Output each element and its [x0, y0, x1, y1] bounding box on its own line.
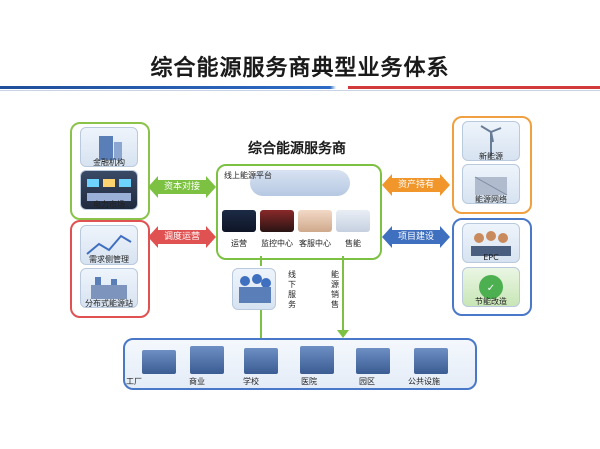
- right-bottom-label-2: 节能改造: [475, 297, 507, 306]
- offline-service-label: 线下服务: [288, 270, 296, 309]
- bank-building-icon: [80, 127, 138, 167]
- center-item-operations: 运营: [231, 239, 247, 248]
- energy-network-icon: [462, 164, 520, 204]
- bottom-label-commercial: 商业: [189, 377, 205, 386]
- title-underline: [0, 86, 600, 89]
- left-top-label-2: 电力市场: [93, 200, 125, 209]
- svg-text:✓: ✓: [487, 283, 495, 294]
- center-item-monitoring: 监控中心: [261, 239, 293, 248]
- capital-arrow-label: 资本对接: [163, 182, 200, 192]
- power-market-icon: [80, 170, 138, 210]
- center-item-sales: 售能: [345, 239, 361, 248]
- energy-sales-label: 能源销售: [331, 270, 339, 309]
- operations-screen-icon: [222, 210, 256, 232]
- center-item-customer-service: 客服中心: [299, 239, 331, 248]
- platform-label: 线上能源平台: [224, 171, 272, 180]
- engineers-icon: [232, 268, 276, 310]
- left-bottom-label-2: 分布式能源站: [85, 299, 133, 308]
- distributed-station-icon: [80, 268, 138, 308]
- public-facility-icon: [414, 348, 448, 374]
- bottom-label-hospital: 医院: [301, 377, 317, 386]
- commercial-icon: [190, 346, 224, 374]
- park-icon: [356, 348, 390, 374]
- asset-arrow-label: 资产持有: [397, 180, 434, 190]
- demand-side-icon: [80, 225, 138, 265]
- left-bottom-label-1: 需求侧管理: [89, 255, 129, 264]
- energy-sales-icon: [336, 210, 370, 232]
- hospital-icon: [300, 346, 334, 374]
- factory-icon: [142, 350, 176, 374]
- bottom-label-school: 学校: [243, 377, 259, 386]
- dispatch-arrow-label: 调度运营: [163, 232, 200, 242]
- bottom-label-public: 公共设施: [408, 377, 440, 386]
- capital-arrow-shape: [148, 176, 216, 198]
- connector-center-to-service: [260, 256, 262, 266]
- right-top-label-1: 新能源: [479, 152, 503, 161]
- dispatch-arrow-shape: [148, 226, 216, 248]
- cloud-platform-icon: [250, 170, 350, 196]
- customer-service-icon: [298, 210, 332, 232]
- school-icon: [244, 348, 278, 374]
- project-arrow-label: 项目建设: [397, 232, 434, 242]
- bottom-label-park: 园区: [359, 377, 375, 386]
- right-bottom-label-1: EPC: [483, 253, 499, 262]
- right-top-label-2: 能源网络: [475, 195, 507, 204]
- epc-meeting-icon: [462, 223, 520, 263]
- arrowhead-down-icon: [337, 330, 349, 338]
- title-underline-thin: [0, 90, 600, 91]
- energy-saving-icon: ✓: [462, 267, 520, 307]
- center-title: 综合能源服务商: [248, 141, 346, 157]
- page-title: 综合能源服务商典型业务体系: [150, 56, 450, 81]
- connector-sales-to-bottom: [342, 256, 344, 334]
- connector-service-to-bottom: [260, 310, 262, 338]
- left-top-label-1: 金融机构: [93, 158, 125, 167]
- project-arrow-shape: [382, 226, 450, 248]
- monitoring-screen-icon: [260, 210, 294, 232]
- bottom-label-factory: 工厂: [126, 377, 142, 386]
- asset-arrow-shape: [382, 174, 450, 196]
- wind-turbine-icon: [462, 121, 520, 161]
